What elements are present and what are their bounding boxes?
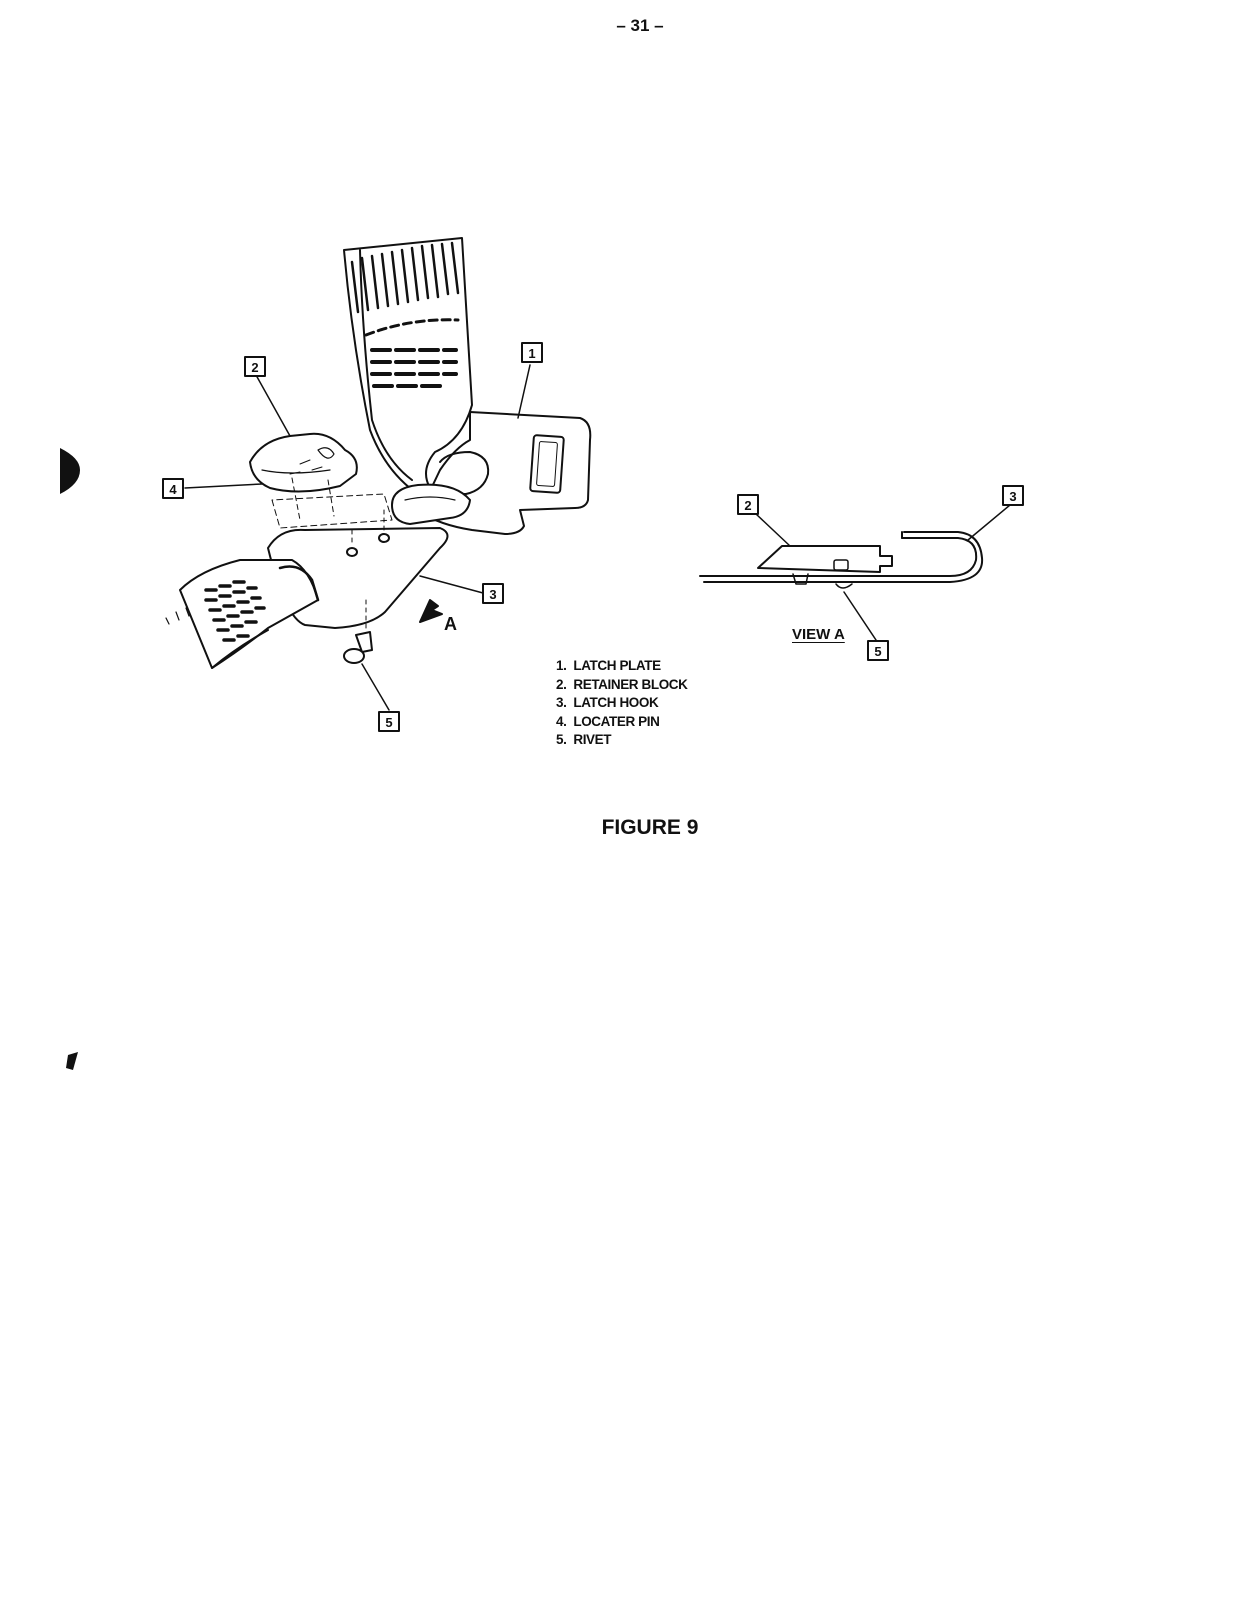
legend-item: 2. RETAINER BLOCK bbox=[556, 676, 688, 692]
retainer-block bbox=[249, 432, 393, 529]
figure-caption: FIGURE 9 bbox=[601, 816, 699, 839]
svg-text:5: 5 bbox=[874, 644, 881, 659]
svg-text:3: 3 bbox=[489, 587, 496, 602]
view-a-leader-lines bbox=[755, 504, 1011, 641]
binder-hole-mark bbox=[60, 448, 80, 494]
view-callout-retainer-block: 2 bbox=[737, 494, 759, 515]
view-callout-rivet: 5 bbox=[867, 640, 889, 661]
page-number: – 31 – bbox=[616, 16, 664, 35]
latch-plate bbox=[391, 411, 592, 535]
svg-text:1: 1 bbox=[528, 346, 535, 361]
legend-item: 5. RIVET bbox=[556, 732, 612, 748]
lower-belt-webbing bbox=[165, 559, 320, 669]
view-a-arrow bbox=[419, 599, 443, 623]
svg-text:5: 5 bbox=[385, 715, 392, 730]
view-a-label: VIEW A bbox=[792, 626, 845, 643]
legend-item: 3. LATCH HOOK bbox=[556, 695, 659, 711]
svg-text:2: 2 bbox=[251, 360, 258, 375]
svg-text:3: 3 bbox=[1009, 489, 1016, 504]
view-callout-latch-hook: 3 bbox=[1002, 485, 1024, 506]
callout-retainer-block: 2 bbox=[244, 356, 266, 377]
view-a-section bbox=[699, 531, 984, 589]
svg-text:2: 2 bbox=[744, 498, 751, 513]
callout-rivet: 5 bbox=[378, 711, 400, 732]
legend-item: 1. LATCH PLATE bbox=[556, 658, 661, 673]
legend-item: 4. LOCATER PIN bbox=[556, 713, 660, 729]
scan-speck bbox=[66, 1052, 78, 1070]
callout-latch-plate: 1 bbox=[521, 342, 543, 363]
rivet bbox=[343, 599, 373, 664]
upper-belt-webbing bbox=[343, 237, 473, 493]
view-arrow-label: A bbox=[444, 614, 457, 634]
svg-text:4: 4 bbox=[169, 482, 177, 497]
parts-legend: 1. LATCH PLATE 2. RETAINER BLOCK 3. LATC… bbox=[556, 657, 688, 750]
callout-locater-pin: 4 bbox=[162, 478, 184, 499]
callout-latch-hook: 3 bbox=[482, 583, 504, 604]
leader-lines bbox=[184, 364, 531, 711]
